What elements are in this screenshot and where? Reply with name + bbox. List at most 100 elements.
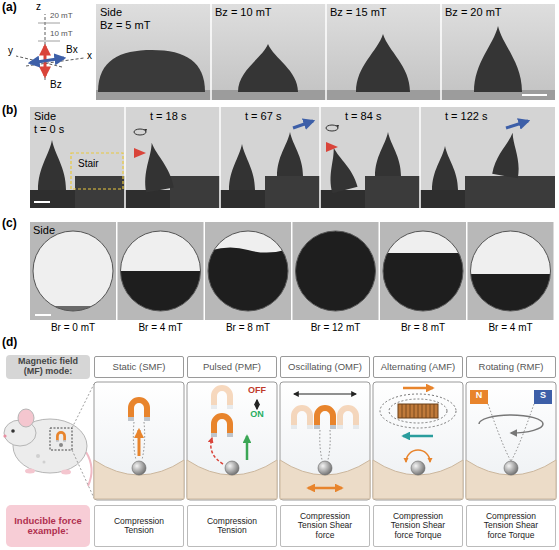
field-strength-label: Bz = 5 mT (100, 19, 150, 31)
time-label: t = 0 s (34, 123, 64, 135)
field-strength-label: Br = 12 mT (311, 322, 361, 333)
mouse-illustration-part (50, 428, 72, 450)
mouse-illustration-part (43, 461, 46, 464)
pulsed-field-panel-part (246, 436, 249, 460)
oscillating-field-panel-part (308, 487, 342, 490)
droplet-photos-part (383, 231, 463, 311)
stair-climbing-photos-part (138, 140, 174, 192)
axis-label: x (87, 50, 92, 61)
view-label: Side (100, 6, 122, 18)
oscillating-field-panel-part (320, 430, 331, 460)
droplet-photos-part (296, 231, 376, 311)
field-strength-label: Br = 4 mT (488, 322, 532, 333)
stair-climbing-photos-part (170, 176, 220, 208)
droplet-photos-part (30, 222, 116, 320)
mouse-illustration-part (61, 470, 71, 475)
droplet-photos-part (205, 247, 291, 316)
rotating-field-panel-part (470, 390, 488, 404)
alternating-field-panel-part (398, 404, 438, 418)
pole-label: N (476, 391, 483, 401)
pulsed-field-panel-part (211, 388, 233, 409)
alternating-field-panel-part (406, 450, 430, 462)
field-strength-label: Bz = 15 mT (330, 6, 387, 18)
field-label: Bx (66, 44, 78, 55)
field-axes-part (30, 58, 64, 63)
stair-climbing-photos-part (134, 148, 146, 158)
alternating-field-panel-part (389, 399, 447, 423)
stair-climbing-photos-part (465, 176, 555, 208)
stair-climbing-photos-part (219, 107, 221, 208)
spike-photos-part (238, 44, 298, 92)
state-label: OFF (248, 386, 266, 396)
mouse-illustration-part (59, 443, 63, 447)
stair-climbing-photos-part (506, 121, 528, 128)
oscillating-field-panel-part (337, 408, 359, 429)
spike-photos-part (96, 4, 555, 100)
oscillating-field-panel (280, 382, 370, 500)
force-list-box: Compression Tension Shear force (280, 505, 370, 547)
rotating-field-panel (466, 382, 556, 500)
stair-label: Stair (78, 158, 99, 169)
node-text: Compression Tension Shear force (297, 512, 353, 540)
node-text: Compression Tension Shear force Torque (483, 512, 539, 540)
mouse-illustration-part (86, 452, 92, 486)
stair-climbing-photos (30, 107, 555, 208)
field-strength-label: Br = 0 mT (51, 322, 95, 333)
stair-climbing-photos-part (419, 107, 421, 208)
spike-photos-part (325, 4, 327, 100)
field-axes-part (38, 23, 60, 24)
mode-heading-box: Magnetic field (MF) mode: (6, 355, 90, 379)
node-text: Compression Tension (111, 517, 167, 536)
node-text: Compression Tension (204, 517, 260, 536)
force-list-box: Compression Tension Shear force Torque (373, 505, 463, 547)
pulsed-field-panel-part (211, 416, 233, 437)
droplet-photos-part (35, 314, 51, 316)
field-label: Bz (50, 79, 62, 90)
view-label: Side (33, 224, 55, 236)
mouse-illustration-part (56, 432, 66, 441)
field-mode-box: Oscillating (OMF) (280, 356, 370, 378)
field-axes-part (38, 41, 60, 42)
droplet-photos-part (33, 231, 113, 311)
static-field-panel (94, 382, 184, 500)
static-field-panel-part (133, 422, 144, 460)
oscillating-field-panel-part (280, 382, 370, 500)
field-level-label: 10 mT (50, 30, 73, 39)
node-text: Magnetic field (MF) mode: (9, 357, 87, 377)
stair-climbing-photos-part (229, 144, 255, 190)
axis-label: z (36, 1, 41, 12)
field-mode-box: Static (SMF) (94, 356, 184, 378)
spike-photos-part (522, 94, 547, 96)
field-mode-box: Alternating (AMF) (373, 356, 463, 378)
droplet-photos-part (471, 231, 551, 311)
panel-label: (d) (2, 336, 17, 349)
spike-photos-part (356, 34, 410, 92)
droplet-photos (30, 222, 558, 320)
node-text: Compression Tension Shear force Torque (390, 512, 446, 540)
static-field-panel-part (138, 430, 141, 456)
droplet-photos-part (205, 222, 291, 320)
droplet-photos-part (380, 253, 470, 316)
stair-climbing-photos-part (432, 146, 458, 190)
field-axes-part (26, 58, 84, 66)
spike-photos-part (474, 26, 522, 92)
pulsed-field-panel-part (256, 400, 257, 409)
field-strength-label: Br = 8 mT (226, 322, 270, 333)
alternating-field-panel-part (403, 387, 433, 390)
droplet-photos-part (208, 231, 288, 311)
field-mode-box: Rotating (RMF) (466, 356, 556, 378)
rotating-field-panel-part (534, 390, 552, 404)
node-text: Rotating (RMF) (479, 362, 544, 372)
spike-photos-part (98, 50, 205, 92)
rotating-field-panel-part (479, 415, 543, 433)
time-label: t = 67 s (245, 110, 281, 122)
spike-photos-part (210, 4, 212, 100)
mouse-illustration-part (11, 429, 15, 433)
field-strength-label: Bz = 10 mT (215, 6, 272, 18)
droplet-photos-part (33, 231, 113, 311)
spike-photos-part (440, 4, 442, 100)
stair-climbing-photos-part (277, 132, 303, 176)
stair-climbing-photos-part (326, 125, 338, 131)
